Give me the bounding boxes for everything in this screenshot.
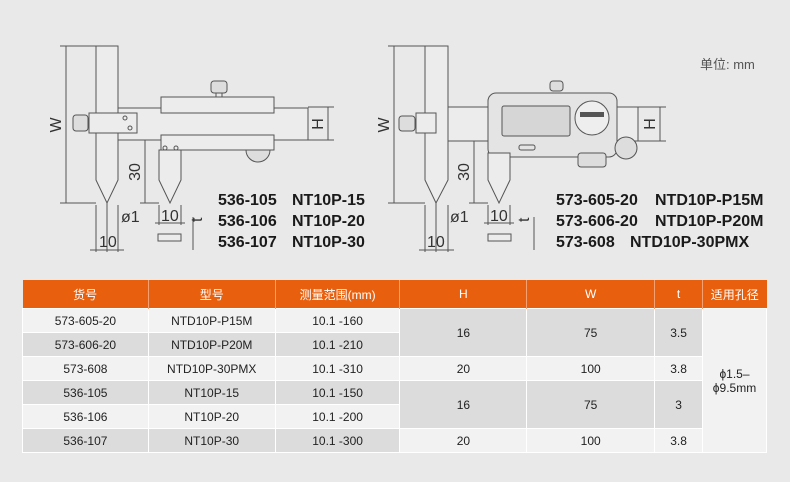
table-row: 573-608 NTD10P-30PMX 10.1 -310 20 100 3.…	[22, 356, 767, 381]
lock-knob	[210, 80, 228, 94]
cell-order-no: 573-605-20	[22, 308, 149, 333]
cell-range: 10.1 -300	[274, 428, 401, 453]
header-t: t	[654, 280, 703, 309]
cell-order-no: 573-606-20	[22, 332, 149, 357]
dim-t: t	[189, 217, 206, 222]
dim-10-tip: 10	[99, 234, 117, 251]
cell-range: 10.1 -310	[274, 356, 401, 381]
cell-range: 10.1 -150	[274, 380, 401, 405]
cell-range: 10.1 -160	[274, 308, 401, 333]
cell-order-no: 536-106	[22, 404, 149, 429]
header-w: W	[526, 280, 656, 309]
order-no: 573-608	[556, 234, 615, 251]
table-row: 536-105 NT10P-15 10.1 -150 16 75 3	[22, 380, 767, 429]
cell-bore: ϕ1.5–ϕ9.5mm	[702, 308, 767, 453]
cell-range: 10.1 -200	[274, 404, 401, 429]
cell-w: 100	[526, 356, 656, 381]
jaw-section	[157, 233, 182, 242]
cell-model: NTD10P-30PMX	[147, 356, 276, 381]
lcd-display	[501, 105, 571, 137]
dim-t: t	[516, 217, 533, 222]
slider-bottom	[160, 134, 275, 151]
clamp-block	[415, 112, 437, 134]
cell-h: 16	[399, 308, 528, 357]
spec-table: 货号 型号 测量范围(mm) H W t 适用孔径 573-605-20 NTD…	[22, 280, 767, 453]
order-no: 536-106	[218, 213, 277, 230]
cell-order-no: 536-107	[22, 428, 149, 453]
cell-model: NTD10P-P20M	[147, 332, 276, 357]
bore-max: ϕ9.5mm	[712, 380, 757, 395]
model-no: NTD10P-P20M	[655, 213, 763, 230]
model-no: NT10P-30	[292, 234, 365, 251]
cell-w: 75	[526, 308, 656, 357]
cell-h: 20	[399, 356, 528, 381]
right-jaw	[158, 149, 182, 205]
order-no: 573-605-20	[556, 192, 638, 209]
bore-min: ϕ1.5–	[719, 366, 750, 381]
dim-30: 30	[456, 163, 473, 181]
caliper-diagram-analog: W H 30 ø1 10 10 t 536-105 NT10P-15 536-1…	[48, 45, 365, 252]
table-row: 536-107 NT10P-30 10.1 -300 20 100 3.8	[22, 428, 767, 453]
slider-top	[160, 96, 275, 114]
cell-model: NT10P-15	[147, 380, 276, 405]
dim-30: 30	[127, 163, 144, 181]
cell-t: 3.8	[654, 428, 703, 453]
header-order-no: 货号	[22, 280, 149, 309]
jaw-section	[487, 233, 512, 242]
dim-phi: ø1	[450, 209, 469, 226]
model-list-digital: 573-605-20 NTD10P-P15M 573-606-20 NTD10P…	[556, 192, 763, 251]
caliper-diagrams: W H 30 ø1 10 10 t 536-105 NT10P-15 536-1…	[48, 45, 763, 252]
cell-t: 3.5	[654, 308, 703, 357]
model-no: NT10P-15	[292, 192, 365, 209]
header-model: 型号	[148, 280, 276, 309]
cell-w: 100	[526, 428, 656, 453]
clamp-knob	[72, 114, 89, 132]
dim-phi: ø1	[121, 209, 140, 226]
dim-w: W	[48, 117, 65, 133]
model-list-analog: 536-105 NT10P-15 536-106 NT10P-20 536-10…	[218, 192, 365, 251]
header-bore: 适用孔径	[702, 280, 767, 309]
cell-model: NT10P-30	[147, 428, 276, 453]
header-range: 测量范围(mm)	[275, 280, 401, 309]
right-jaw	[487, 152, 511, 205]
model-no: NT10P-20	[292, 213, 365, 230]
cell-h: 16	[399, 380, 528, 429]
table-header: 货号 型号 测量范围(mm) H W t 适用孔径	[22, 280, 767, 309]
cell-order-no: 536-105	[22, 380, 149, 405]
dim-h: H	[642, 118, 659, 130]
dim-h: H	[310, 118, 327, 130]
clamp-knob	[398, 115, 416, 132]
cell-model: NT10P-20	[147, 404, 276, 429]
dim-10-jaw: 10	[490, 208, 508, 225]
model-no: NTD10P-P15M	[655, 192, 763, 209]
unit-label: 单位: mm	[700, 57, 755, 72]
cell-range: 10.1 -210	[274, 332, 401, 357]
absolute-logo	[574, 100, 610, 136]
model-no: NTD10P-30PMX	[630, 234, 749, 251]
clamp-block	[88, 112, 138, 134]
cell-w: 75	[526, 380, 656, 429]
header-h: H	[399, 280, 528, 309]
cell-t: 3.8	[654, 356, 703, 381]
dim-10-jaw: 10	[161, 208, 179, 225]
table-row: 573-605-20 NTD10P-P15M 10.1 -160 16 75 3…	[22, 308, 767, 453]
caliper-diagram-digital: W H 30 ø1 10 10 t 573-605-20 NTD10P-P15M…	[376, 45, 763, 252]
table-row: 536-106 NT10P-20 10.1 -200	[22, 404, 767, 429]
lock-knob	[549, 80, 564, 92]
dim-10-tip: 10	[427, 234, 445, 251]
dim-w: W	[376, 117, 393, 133]
fine-wheel	[245, 149, 271, 163]
cell-model: NTD10P-P15M	[147, 308, 276, 333]
cell-order-no: 573-608	[22, 356, 149, 381]
fine-wheel	[614, 136, 638, 160]
order-no: 536-107	[218, 234, 277, 251]
order-no: 536-105	[218, 192, 277, 209]
cell-t: 3	[654, 380, 703, 429]
order-no: 573-606-20	[556, 213, 638, 230]
cell-h: 20	[399, 428, 528, 453]
